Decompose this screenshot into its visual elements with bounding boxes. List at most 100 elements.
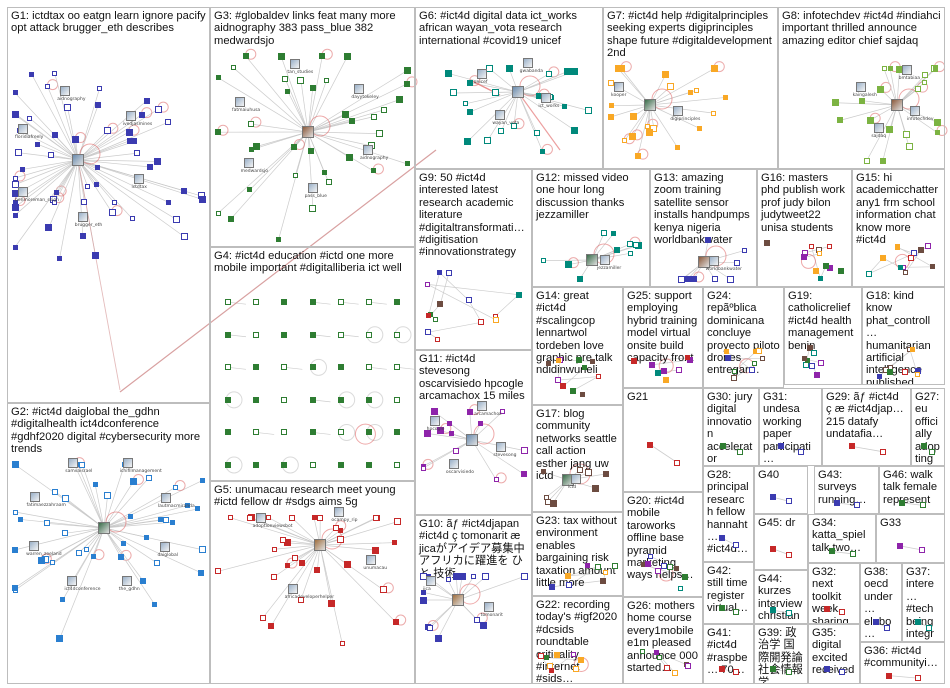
user-node-g35[interactable] [838, 669, 845, 676]
user-node-g4[interactable] [281, 299, 288, 306]
user-node-g4[interactable] [394, 299, 400, 306]
user-avatar-g11[interactable] [448, 458, 459, 469]
user-node-g5[interactable] [314, 567, 321, 574]
user-node-g45[interactable] [786, 551, 793, 558]
user-node-g2[interactable] [154, 560, 161, 567]
user-avatar-g3[interactable] [243, 158, 254, 169]
hub-avatar-g12[interactable] [586, 254, 598, 266]
user-node-g7[interactable] [693, 87, 699, 93]
user-node-g9[interactable] [435, 336, 441, 342]
user-avatar-g8[interactable] [855, 81, 866, 92]
user-node-g1[interactable] [11, 203, 19, 211]
user-node-g26[interactable] [653, 649, 659, 655]
user-node-g7[interactable] [629, 113, 637, 121]
user-node-g4[interactable] [365, 331, 372, 338]
user-node-g7[interactable] [628, 133, 636, 141]
user-node-g26[interactable] [663, 665, 670, 671]
user-node-g12[interactable] [564, 261, 572, 269]
user-node-g13[interactable] [684, 276, 691, 282]
user-node-g20[interactable] [666, 564, 673, 570]
user-node-g14[interactable] [576, 356, 583, 363]
user-node-g10[interactable] [458, 573, 466, 581]
user-node-g6[interactable] [485, 65, 493, 73]
user-node-g5[interactable] [297, 596, 304, 603]
user-node-g15[interactable] [903, 269, 909, 275]
user-node-g1[interactable] [165, 119, 172, 126]
user-node-g9[interactable] [424, 329, 431, 336]
user-node-g6[interactable] [445, 70, 453, 78]
user-node-g24[interactable] [748, 367, 755, 374]
user-node-g36[interactable] [914, 675, 921, 682]
user-avatar-g3[interactable] [290, 59, 301, 70]
user-node-g5[interactable] [336, 536, 344, 544]
user-node-g10[interactable] [445, 577, 451, 583]
user-node-g3[interactable] [277, 52, 285, 60]
user-node-g40[interactable] [770, 494, 777, 501]
user-avatar-g5[interactable] [334, 506, 345, 517]
user-node-g1[interactable] [198, 195, 206, 203]
user-node-g3[interactable] [341, 111, 349, 119]
user-node-g15[interactable] [879, 255, 886, 262]
user-node-g3[interactable] [376, 130, 384, 138]
user-avatar-g1[interactable] [18, 187, 28, 198]
user-node-g2[interactable] [152, 601, 158, 607]
user-node-g3[interactable] [319, 53, 326, 60]
user-node-g5[interactable] [267, 623, 274, 630]
user-node-g20[interactable] [661, 562, 668, 569]
user-node-g35[interactable] [823, 665, 830, 672]
user-node-g27[interactable] [921, 443, 928, 450]
user-node-g30[interactable] [736, 448, 743, 455]
user-node-g4[interactable] [309, 331, 316, 338]
user-node-g2[interactable] [143, 534, 149, 540]
user-avatar-g1[interactable] [77, 212, 88, 223]
user-node-g45[interactable] [770, 546, 777, 553]
user-node-g21[interactable] [674, 459, 681, 466]
user-node-g5[interactable] [215, 568, 221, 575]
user-node-g6[interactable] [562, 104, 568, 110]
user-node-g5[interactable] [228, 515, 234, 521]
user-node-g14[interactable] [555, 377, 562, 384]
user-node-g27[interactable] [928, 448, 935, 455]
user-node-g19[interactable] [806, 344, 813, 351]
user-avatar-g2[interactable] [160, 541, 171, 552]
user-node-g1[interactable] [34, 141, 40, 147]
user-node-g17[interactable] [585, 469, 593, 477]
user-node-g33[interactable] [919, 547, 926, 554]
user-node-g23[interactable] [566, 582, 573, 589]
user-node-g24[interactable] [731, 375, 738, 382]
user-node-g4[interactable] [365, 396, 372, 403]
user-node-g20[interactable] [674, 566, 680, 572]
hub-avatar-g5[interactable] [314, 539, 326, 551]
user-node-g5[interactable] [283, 539, 291, 547]
user-node-g4[interactable] [365, 462, 372, 468]
user-avatar-g10[interactable] [483, 602, 494, 613]
user-node-g2[interactable] [197, 569, 204, 576]
user-node-g6[interactable] [545, 70, 552, 77]
user-node-g7[interactable] [650, 124, 658, 132]
user-node-g25[interactable] [687, 356, 694, 363]
user-node-g6[interactable] [564, 67, 572, 75]
user-node-g11[interactable] [520, 446, 528, 454]
hub-avatar-g7[interactable] [644, 99, 656, 111]
user-node-g2[interactable] [195, 506, 201, 512]
user-node-g2[interactable] [198, 546, 206, 554]
user-node-g2[interactable] [162, 516, 169, 523]
user-node-g3[interactable] [247, 187, 253, 193]
user-node-g1[interactable] [104, 126, 112, 134]
user-node-g40[interactable] [786, 498, 793, 505]
user-node-g4[interactable] [281, 462, 288, 468]
user-avatar-g6[interactable] [522, 57, 533, 68]
user-node-g11[interactable] [448, 431, 454, 437]
user-node-g5[interactable] [392, 619, 399, 626]
user-node-g28[interactable] [733, 542, 740, 549]
user-node-g2[interactable] [127, 514, 133, 520]
user-node-g8[interactable] [933, 66, 939, 72]
user-node-g1[interactable] [97, 86, 103, 92]
user-avatar-g12[interactable] [599, 255, 610, 266]
user-node-g2[interactable] [157, 517, 163, 523]
user-node-g9[interactable] [478, 319, 485, 326]
user-node-g7[interactable] [674, 144, 680, 150]
user-node-g3[interactable] [215, 129, 221, 136]
user-node-g5[interactable] [394, 517, 402, 525]
user-node-g43[interactable] [833, 499, 840, 506]
